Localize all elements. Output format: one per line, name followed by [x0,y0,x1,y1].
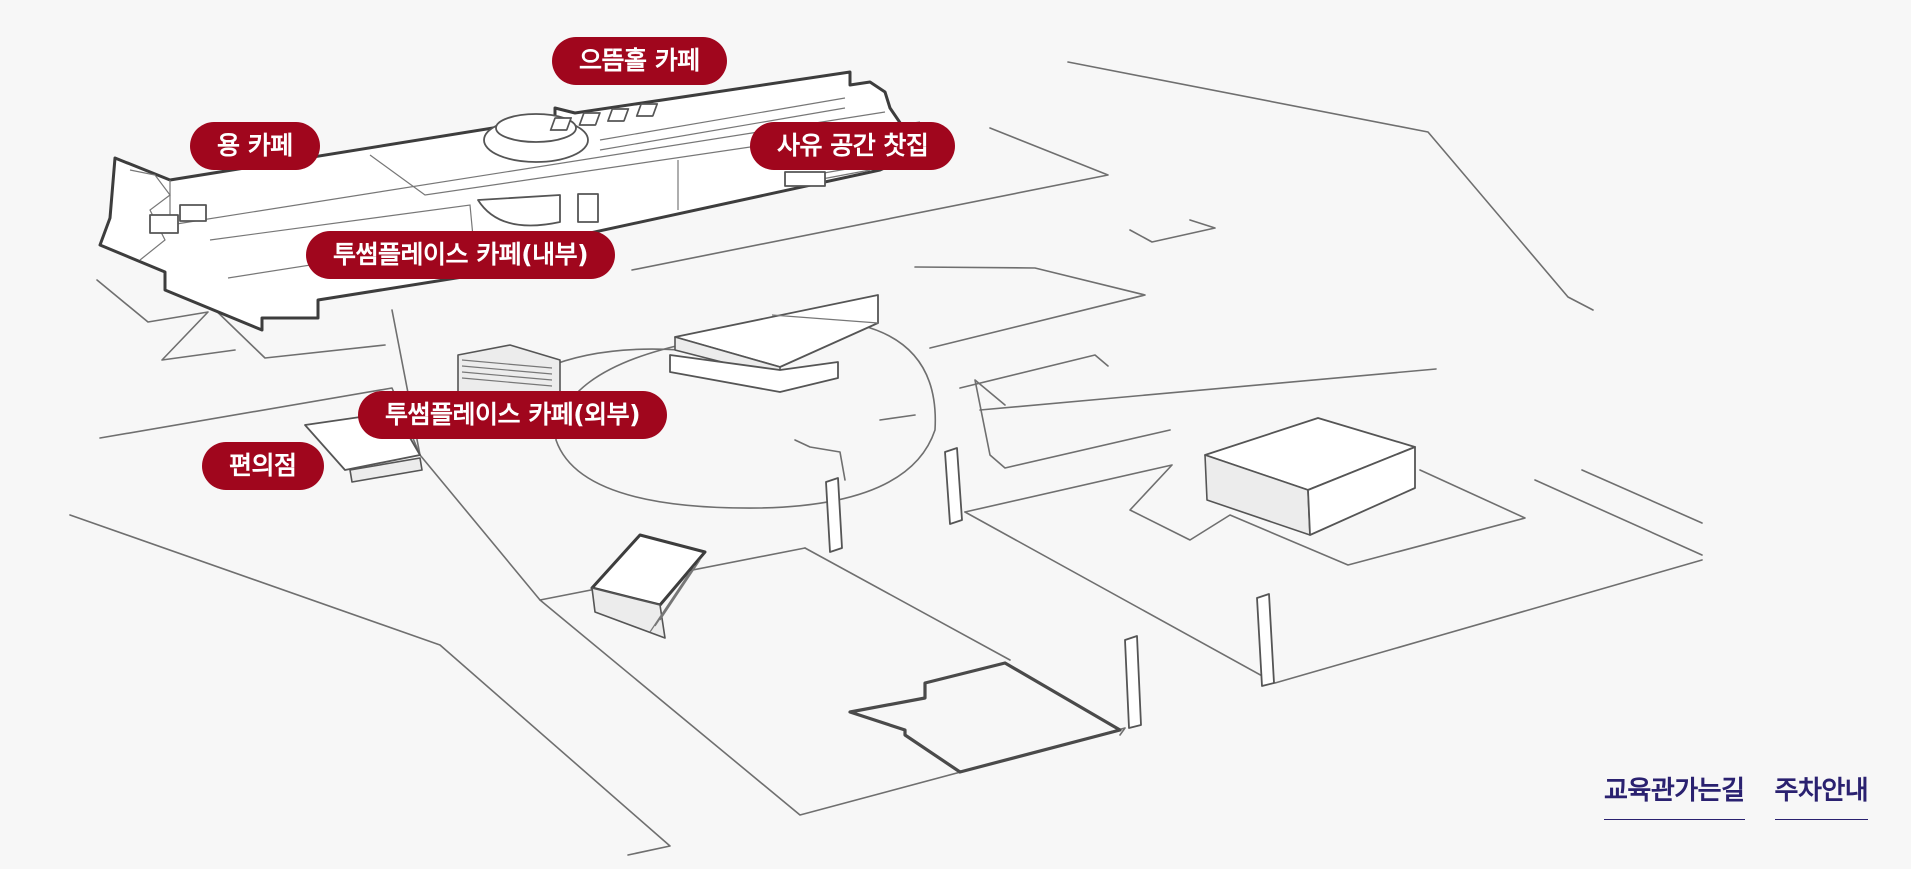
plaza-stairs [457,344,561,393]
road-line-far-east [1534,479,1703,556]
triangle-base [669,354,839,393]
pin-twosome-cafe-outside[interactable]: 투썸플레이스 카페(외부) [358,391,668,439]
road-line-center-south [804,547,1011,661]
road-line-south-west [69,514,671,856]
road-line-mid [959,354,1109,389]
road-line-south [539,599,1126,816]
pillar-4 [1256,593,1275,687]
main-building [98,70,922,332]
pin-eutteum-hall-cafe[interactable]: 으뜸홀 카페 [552,37,727,85]
pin-twosome-cafe-inside[interactable]: 투썸플레이스 카페(내부) [306,231,616,279]
west-wing-stairs [129,169,207,261]
road-line-east-block-2 [964,464,1526,566]
skylights [549,97,846,151]
pin-convenience-store[interactable]: 편의점 [202,442,324,490]
sw-building-side [591,587,666,639]
triangle-pavilion [669,294,879,393]
convenience-steps [349,457,423,483]
pin-yong-cafe[interactable]: 용 카페 [190,122,320,170]
building-door [577,193,599,223]
road-line-north-strip [631,127,1109,271]
east-box-building [1204,417,1416,536]
plaza-ellipse [555,324,937,509]
road-line-mid-north [914,266,1146,349]
south-outline-building [848,661,1122,774]
directions-link[interactable]: 교육관가는길 [1604,770,1745,820]
pillars [825,447,1275,729]
pillar-2 [944,447,963,525]
south-west-building [590,533,707,639]
pin-sayu-teahouse[interactable]: 사유 공간 찻집 [750,122,956,170]
plaza-path [794,439,846,481]
road-line-north-east [1067,61,1594,311]
road-line-east-long [979,368,1437,411]
road-line-west-inner [96,279,236,361]
road-line-north-small [1129,219,1216,243]
plaza-inner-curve [544,348,681,369]
plaza-path-2 [879,414,916,421]
south-building-outline [848,661,1122,774]
road-line-west-inner-2 [204,299,386,359]
road-line-east-block [964,511,1703,684]
bottom-links: 교육관가는길 주차안내 [1604,770,1869,820]
east-box-side [1307,446,1416,536]
pillar-3 [1124,635,1142,729]
road-line-east-curve [974,379,1171,469]
parking-link[interactable]: 주차안내 [1774,770,1869,820]
road-line-far-east-2 [1581,469,1703,524]
rotunda-base [477,194,561,227]
pillar-1 [825,477,843,553]
